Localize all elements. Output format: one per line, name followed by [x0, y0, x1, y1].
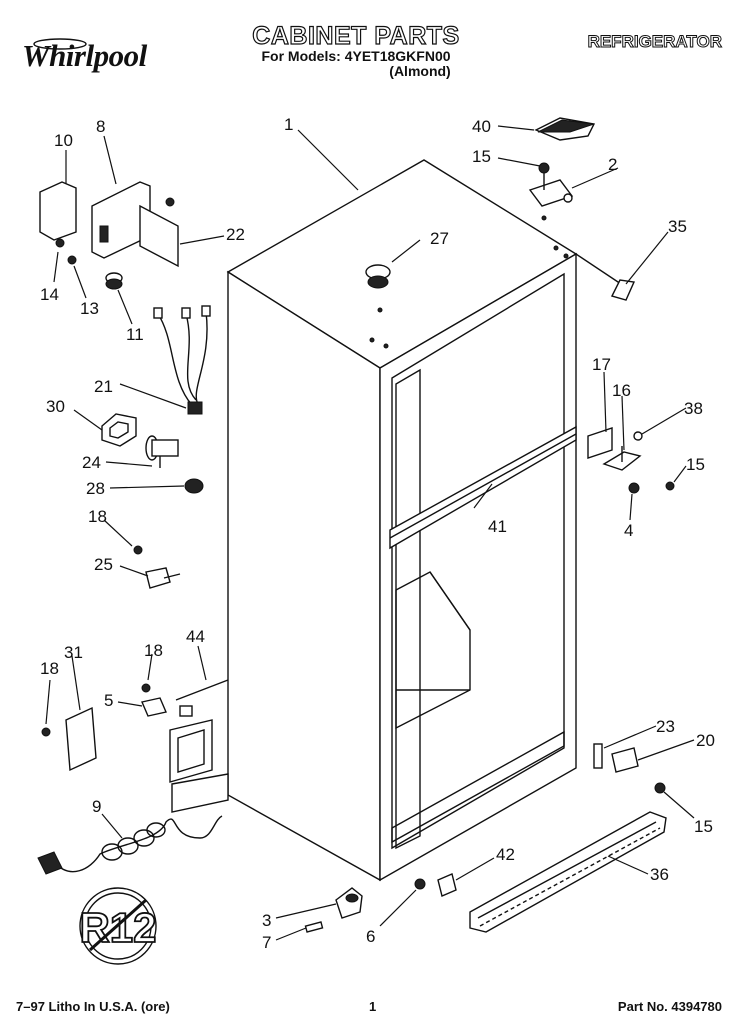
screw-6	[414, 878, 426, 890]
callout-18-middle: 18	[144, 641, 163, 660]
screw-18-middle	[141, 683, 151, 693]
whirlpool-logo: Whirlpool	[22, 38, 147, 73]
callout-23: 23	[656, 717, 675, 736]
screw-13	[67, 255, 77, 265]
wiring-harness	[153, 305, 211, 415]
screw-15-lower	[654, 782, 666, 794]
part-number: Part No. 4394780	[617, 999, 722, 1014]
screw-4	[628, 482, 640, 494]
page-title: CABINET PARTS	[252, 21, 460, 50]
callout-13: 13	[80, 299, 99, 318]
shim-23	[593, 743, 603, 769]
callout-36: 36	[650, 865, 669, 884]
drain-gasket	[101, 413, 137, 447]
callout-11: 11	[126, 325, 144, 344]
callout-30: 30	[46, 397, 65, 416]
hinge-trim	[610, 279, 636, 301]
callouts: 1 40 15 2 35 27 10 8 22 14 13 11 21 30 2…	[40, 115, 715, 952]
grommet	[105, 272, 123, 290]
callout-42: 42	[496, 845, 515, 864]
clip-42	[437, 873, 457, 897]
washer-38	[633, 431, 643, 441]
leveling-foot	[335, 887, 363, 919]
bottom-hinge	[611, 747, 639, 773]
cabinet	[226, 159, 625, 882]
callout-3: 3	[262, 911, 271, 930]
callout-9: 9	[92, 797, 101, 816]
top-hinge	[528, 162, 574, 207]
callout-44: 44	[186, 627, 205, 646]
clamp-5	[141, 697, 167, 717]
callout-22: 22	[226, 225, 245, 244]
callout-15-top: 15	[472, 147, 491, 166]
callout-25: 25	[94, 555, 113, 574]
screw-14	[55, 238, 65, 248]
relay	[39, 181, 77, 241]
callout-7: 7	[262, 933, 271, 952]
callout-28: 28	[86, 479, 105, 498]
callout-5: 5	[104, 691, 113, 710]
callout-18-lower: 18	[40, 659, 59, 678]
page-number: 1	[369, 999, 377, 1014]
callout-6: 6	[366, 927, 375, 946]
callout-17: 17	[592, 355, 611, 374]
divider-rail	[389, 425, 577, 550]
screw-18-upper	[133, 545, 143, 555]
model-color: (Almond)	[389, 63, 451, 79]
callout-15-lower: 15	[694, 817, 713, 836]
model-number: For Models: 4YET18GKFN00	[261, 48, 451, 64]
roller-7	[304, 921, 324, 933]
callout-4: 4	[624, 521, 633, 540]
callout-20: 20	[696, 731, 715, 750]
clip-44	[179, 705, 193, 717]
wiring-cover	[65, 706, 97, 772]
callout-1: 1	[284, 115, 293, 134]
clamp-25	[145, 567, 171, 589]
callout-16: 16	[612, 381, 631, 400]
print-date: 7–97 Litho In U.S.A. (ore)	[16, 999, 170, 1014]
callout-2: 2	[608, 155, 617, 174]
callout-41: 41	[488, 517, 507, 536]
drain-ring	[184, 478, 204, 494]
callout-35: 35	[668, 217, 687, 236]
logo-swirl	[33, 38, 87, 50]
mid-hinge	[602, 446, 642, 471]
callout-31: 31	[64, 643, 83, 662]
hole-plug	[365, 264, 391, 289]
toe-grille	[469, 811, 667, 933]
access-cover	[169, 719, 229, 813]
callout-38: 38	[684, 399, 703, 418]
callout-18-upper: 18	[88, 507, 107, 526]
overload-bracket	[91, 181, 179, 268]
screw-18-lower	[41, 727, 51, 737]
callout-14: 14	[40, 285, 59, 304]
callout-27: 27	[430, 229, 449, 248]
drain-tube	[145, 435, 179, 468]
leader-lines	[45, 125, 695, 941]
r12-seal: R12	[79, 887, 157, 965]
callout-8: 8	[96, 117, 105, 136]
callout-10: 10	[54, 131, 73, 150]
callout-21: 21	[94, 377, 113, 396]
appliance-type: REFRIGERATOR	[587, 32, 722, 52]
power-cord	[37, 815, 223, 875]
mid-hinge-plate	[587, 427, 613, 459]
callout-15-mid: 15	[686, 455, 705, 474]
svg-text:R12: R12	[79, 904, 156, 951]
screw-15-mid	[665, 481, 675, 491]
callout-40: 40	[472, 117, 491, 136]
callout-24: 24	[82, 453, 101, 472]
